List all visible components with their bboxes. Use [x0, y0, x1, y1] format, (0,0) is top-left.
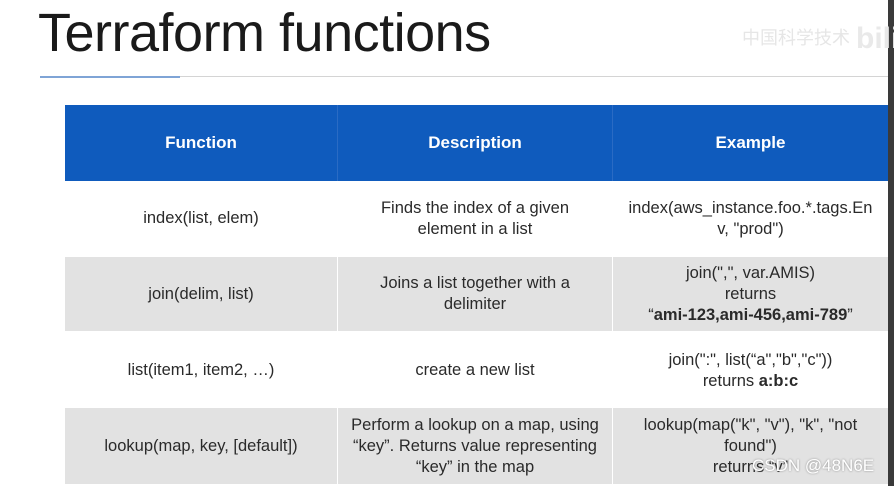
description-line: delimiter	[443, 295, 507, 313]
close-quote: ”	[847, 305, 853, 324]
table-row: lookup(map, key, [default]) Perform a lo…	[65, 408, 888, 484]
header-description: Description	[338, 105, 613, 181]
example-line: lookup(map("k", "v"), "k", "not	[643, 415, 858, 434]
description-cell: Finds the index of a given element in a …	[338, 181, 613, 257]
header-function: Function	[65, 105, 338, 181]
header-example: Example	[613, 105, 888, 181]
example-cell: lookup(map("k", "v"), "k", "not found") …	[613, 408, 888, 484]
table-row: list(item1, item2, …) create a new list …	[65, 333, 888, 408]
table-row: index(list, elem) Finds the index of a g…	[65, 181, 888, 257]
watermark-bottom: CSDN @48N6E	[752, 456, 875, 475]
description-line: “key” in the map	[415, 457, 535, 476]
bili-logo-icon: bili	[856, 22, 894, 55]
functions-table: Function Description Example index(list,…	[65, 105, 888, 484]
example-cell: join(":", list(“a","b","c")) returns a:b…	[613, 333, 888, 408]
title-accent-line	[40, 76, 180, 78]
description-line: Perform a lookup on a map, using	[351, 415, 599, 434]
open-quote: “	[648, 305, 654, 324]
description-cell: Perform a lookup on a map, using “key”. …	[338, 408, 613, 484]
watermark-top-text: 中国科学技术	[742, 28, 850, 48]
function-cell: index(list, elem)	[65, 181, 338, 257]
table-row: join(delim, list) Joins a list together …	[65, 257, 888, 333]
example-result-value: a:b:c	[758, 371, 799, 390]
example-cell: join(",", var.AMIS) returns “ami-123,ami…	[613, 257, 888, 333]
description-line: Joins a list together with a	[380, 274, 570, 292]
table-header-row: Function Description Example	[65, 105, 888, 181]
example-result: “ami-123,ami-456,ami-789”	[617, 305, 884, 326]
slide-title: Terraform functions	[38, 3, 491, 63]
window-edge	[888, 0, 894, 486]
description-cell: create a new list	[338, 333, 613, 408]
title-divider	[40, 76, 888, 77]
description-cell: Joins a list together with a delimiter	[338, 257, 613, 333]
description-line: create a new list	[415, 361, 535, 379]
description-line: Finds the index of a given	[380, 198, 570, 217]
example-line: index(aws_instance.foo.*.tags.En	[628, 198, 873, 217]
example-cell: index(aws_instance.foo.*.tags.En v, "pro…	[613, 181, 888, 257]
example-line: returns	[724, 284, 777, 303]
example-line: returns “v”	[712, 457, 789, 476]
description-line: element in a list	[417, 219, 533, 238]
function-cell: join(delim, list)	[65, 257, 338, 333]
example-line: found")	[724, 436, 777, 455]
returns-label: returns	[702, 371, 759, 390]
example-line: join(":", list(“a","b","c"))	[668, 350, 833, 369]
watermark-top: 中国科学技术 bili	[742, 22, 894, 56]
example-result: returns a:b:c	[617, 371, 884, 392]
example-result-value: ami-123,ami-456,ami-789	[653, 305, 848, 324]
example-line: join(",", var.AMIS)	[685, 263, 816, 282]
function-cell: list(item1, item2, …)	[65, 333, 338, 408]
function-cell: lookup(map, key, [default])	[65, 408, 338, 484]
example-line: v, "prod")	[717, 219, 784, 238]
description-line: “key”. Returns value representing	[353, 436, 597, 455]
